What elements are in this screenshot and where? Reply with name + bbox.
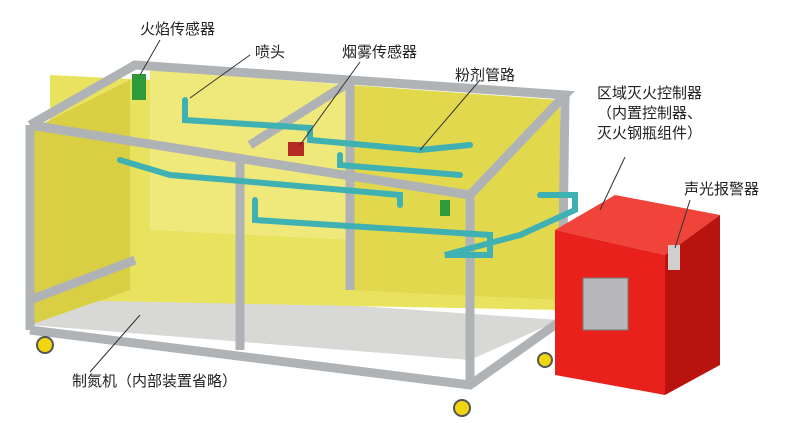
flame-sensor-2 [440, 200, 450, 216]
controller-label-3: 灭火钢瓶组件） [597, 124, 703, 142]
nitrogen-generator-label: 制氮机（内部装置省略） [72, 372, 238, 390]
controller-label-2: （内置控制器、 [597, 104, 703, 122]
alarm-label: 声光报警器 [684, 180, 760, 198]
smoke-sensor [288, 142, 304, 156]
smoke-sensor-label: 烟雾传感器 [342, 43, 418, 61]
controller-panel [582, 277, 629, 331]
casters [36, 336, 553, 417]
flame-sensor-label: 火焰传感器 [140, 20, 216, 38]
flame-sensor [132, 74, 146, 100]
alarm-device [668, 245, 680, 270]
controller-label-1: 区域灭火控制器 [597, 84, 703, 102]
frame [25, 60, 575, 390]
cabinet-top [555, 195, 720, 255]
floor-panel [30, 290, 560, 360]
leader-lines [89, 39, 691, 373]
back-panel-left [150, 70, 350, 240]
powder-pipe-label: 粉剂管路 [455, 66, 516, 84]
powder-pipe [117, 97, 578, 258]
nozzle-label: 喷头 [255, 43, 286, 61]
